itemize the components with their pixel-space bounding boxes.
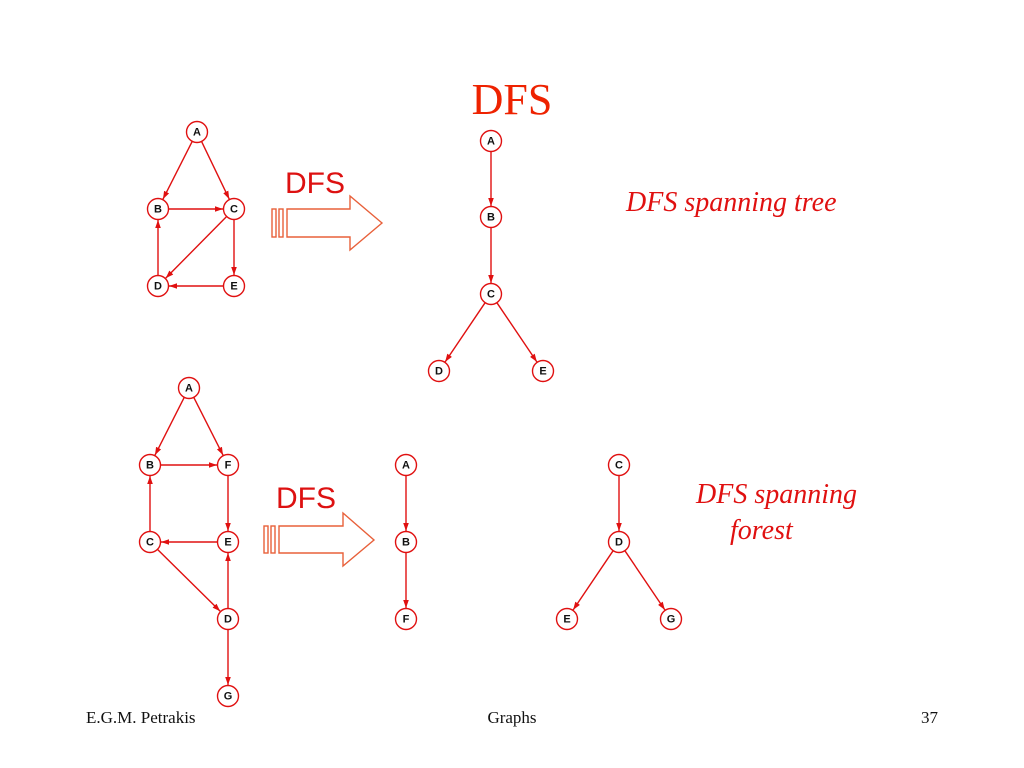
caption-spanning-forest-line1: DFS spanning: [696, 479, 857, 510]
edge-graph2-A-B: [154, 397, 185, 456]
node-circle: [138, 453, 162, 477]
caption-spanning-tree: DFS spanning tree: [626, 187, 837, 218]
node-forest-tree-2-E: E: [555, 607, 579, 631]
node-circle: [427, 359, 451, 383]
node-label: G: [224, 691, 233, 703]
edge-graph2-C-D: [156, 548, 221, 612]
node-label: B: [146, 460, 154, 472]
node-circle: [216, 453, 240, 477]
node-circle: [138, 530, 162, 554]
node-circle: [394, 530, 418, 554]
footer-topic: Graphs: [487, 708, 537, 727]
node-graph2-D: D: [216, 607, 240, 631]
node-circle: [216, 607, 240, 631]
node-circle: [394, 607, 418, 631]
node-label: B: [402, 537, 410, 549]
node-tree1-D: D: [427, 359, 451, 383]
node-graph1-A: A: [185, 120, 209, 144]
node-label: C: [146, 537, 154, 549]
edge-graph2-A-F: [193, 397, 224, 456]
slide-title: DFS: [471, 75, 553, 124]
edge-graph1-C-D: [165, 215, 228, 279]
node-graph2-A: A: [177, 376, 201, 400]
node-graph2-G: G: [216, 684, 240, 708]
node-label: F: [403, 614, 410, 626]
node-forest-tree-1-B: B: [394, 530, 418, 554]
node-circle: [146, 197, 170, 221]
node-label: E: [224, 537, 231, 549]
node-label: C: [230, 204, 238, 216]
node-tree1-A: A: [479, 129, 503, 153]
node-graph1-C: C: [222, 197, 246, 221]
node-graph1-E: E: [222, 274, 246, 298]
edge-tree1-C-D: [444, 302, 486, 363]
edge-forest-tree-2-D-E: [572, 550, 614, 611]
node-circle: [555, 607, 579, 631]
node-label: C: [487, 289, 495, 301]
node-circle: [146, 274, 170, 298]
node-forest-tree-2-G: G: [659, 607, 683, 631]
node-label: C: [615, 460, 623, 472]
node-label: F: [225, 460, 232, 472]
caption-spanning-forest-line2: forest: [730, 515, 793, 546]
edge-graph1-A-C: [200, 141, 230, 200]
node-circle: [607, 530, 631, 554]
node-tree1-E: E: [531, 359, 555, 383]
node-circle: [479, 205, 503, 229]
node-label: D: [154, 281, 162, 293]
node-circle: [216, 684, 240, 708]
node-forest-tree-1-F: F: [394, 607, 418, 631]
node-circle: [185, 120, 209, 144]
edge-forest-tree-2-D-G: [624, 550, 666, 611]
node-label: B: [154, 204, 162, 216]
dfs-arrow-label-1: DFS: [285, 167, 345, 200]
node-circle: [216, 530, 240, 554]
node-graph1-D: D: [146, 274, 170, 298]
footer-page-number: 37: [921, 708, 938, 727]
node-circle: [222, 274, 246, 298]
node-label: A: [402, 460, 410, 472]
node-tree1-B: B: [479, 205, 503, 229]
node-forest-tree-2-C: C: [607, 453, 631, 477]
node-graph2-C: C: [138, 530, 162, 554]
footer-author: E.G.M. Petrakis: [86, 708, 196, 727]
node-circle: [177, 376, 201, 400]
dfs-arrow-2: [263, 511, 376, 568]
node-forest-tree-1-A: A: [394, 453, 418, 477]
node-label: A: [487, 136, 495, 148]
node-label: A: [185, 383, 193, 395]
node-label: B: [487, 212, 495, 224]
node-circle: [607, 453, 631, 477]
node-graph1-B: B: [146, 197, 170, 221]
node-label: D: [224, 614, 232, 626]
dfs-arrow-1: [271, 194, 384, 252]
node-circle: [659, 607, 683, 631]
node-circle: [531, 359, 555, 383]
node-graph2-E: E: [216, 530, 240, 554]
node-circle: [479, 129, 503, 153]
node-graph2-F: F: [216, 453, 240, 477]
node-label: A: [193, 127, 201, 139]
node-label: D: [435, 366, 443, 378]
node-label: E: [539, 366, 546, 378]
node-label: G: [667, 614, 676, 626]
node-circle: [222, 197, 246, 221]
node-circle: [394, 453, 418, 477]
node-label: E: [230, 281, 237, 293]
edge-graph1-A-B: [162, 141, 193, 200]
dfs-arrow-label-2: DFS: [276, 482, 336, 515]
node-tree1-C: C: [479, 282, 503, 306]
node-graph2-B: B: [138, 453, 162, 477]
node-label: E: [563, 614, 570, 626]
node-label: D: [615, 537, 623, 549]
edge-tree1-C-E: [496, 302, 538, 363]
node-forest-tree-2-D: D: [607, 530, 631, 554]
node-circle: [479, 282, 503, 306]
